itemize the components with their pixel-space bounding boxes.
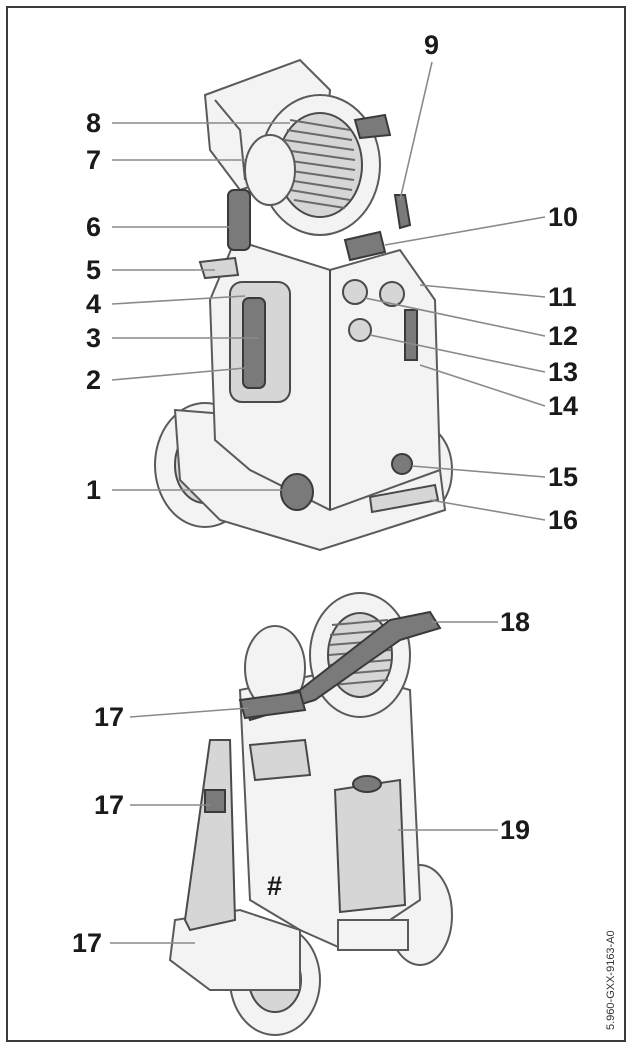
tank-holder — [337, 919, 409, 951]
water-inlet — [391, 453, 413, 475]
callout-2: 2 — [86, 365, 102, 395]
callout-17-top: 17 — [94, 702, 125, 732]
lance-holder — [198, 256, 240, 280]
stored-lance — [183, 739, 237, 932]
leader-11 — [419, 284, 546, 298]
leader-4 — [111, 295, 246, 305]
callout-13: 13 — [548, 357, 579, 387]
callout-16: 16 — [548, 505, 579, 535]
lance-clip — [204, 789, 226, 813]
leader-14 — [419, 364, 546, 407]
leader-16 — [429, 499, 546, 521]
callout-19: 19 — [500, 815, 531, 845]
bottom-machine-view — [168, 592, 453, 1036]
top-machine-view — [154, 58, 453, 552]
leader-15 — [411, 465, 546, 478]
gun-holder-rear — [248, 738, 312, 782]
callout-8: 8 — [86, 108, 102, 138]
dial — [348, 318, 372, 342]
callout-11: 11 — [548, 282, 577, 312]
reel-side-plate — [244, 134, 296, 206]
callout-10: 10 — [548, 202, 579, 232]
hook-top — [238, 690, 307, 720]
callout-3: 3 — [86, 323, 102, 353]
callout-1: 1 — [86, 475, 102, 505]
callout-7: 7 — [86, 145, 102, 175]
leader-17a — [129, 707, 249, 718]
hose-windings — [283, 119, 356, 209]
leader-13 — [369, 334, 546, 373]
callout-15: 15 — [548, 462, 579, 492]
callout-hash: # — [267, 871, 283, 901]
leader-12 — [364, 297, 546, 337]
callout-18: 18 — [500, 607, 531, 637]
document-code: 5.960-GXX-9163-A0 — [605, 930, 617, 1030]
callout-14: 14 — [548, 391, 579, 421]
type-plate — [404, 309, 418, 361]
spray-gun-stored — [242, 297, 266, 389]
base-foot — [168, 908, 301, 991]
callout-6: 6 — [86, 212, 102, 242]
callout-5: 5 — [86, 255, 102, 285]
leader-lines — [110, 61, 546, 944]
switch-left — [342, 279, 368, 305]
leader-9 — [399, 61, 433, 201]
detergent-tank — [333, 778, 407, 914]
callout-4: 4 — [86, 289, 102, 319]
callout-17-bottom: 17 — [72, 928, 103, 958]
callout-9: 9 — [424, 30, 440, 60]
hose-connector — [343, 230, 387, 262]
leader-10 — [384, 216, 546, 246]
gun-holder — [227, 189, 251, 251]
transport-bar — [368, 483, 440, 514]
switch-right — [379, 281, 405, 307]
callout-17-middle: 17 — [94, 790, 125, 820]
tank-cap — [352, 775, 382, 793]
reel-crank — [353, 113, 392, 140]
callout-12: 12 — [548, 321, 579, 351]
pressure-knob — [280, 473, 314, 511]
cord-plug — [393, 194, 412, 230]
leader-2 — [111, 367, 246, 381]
